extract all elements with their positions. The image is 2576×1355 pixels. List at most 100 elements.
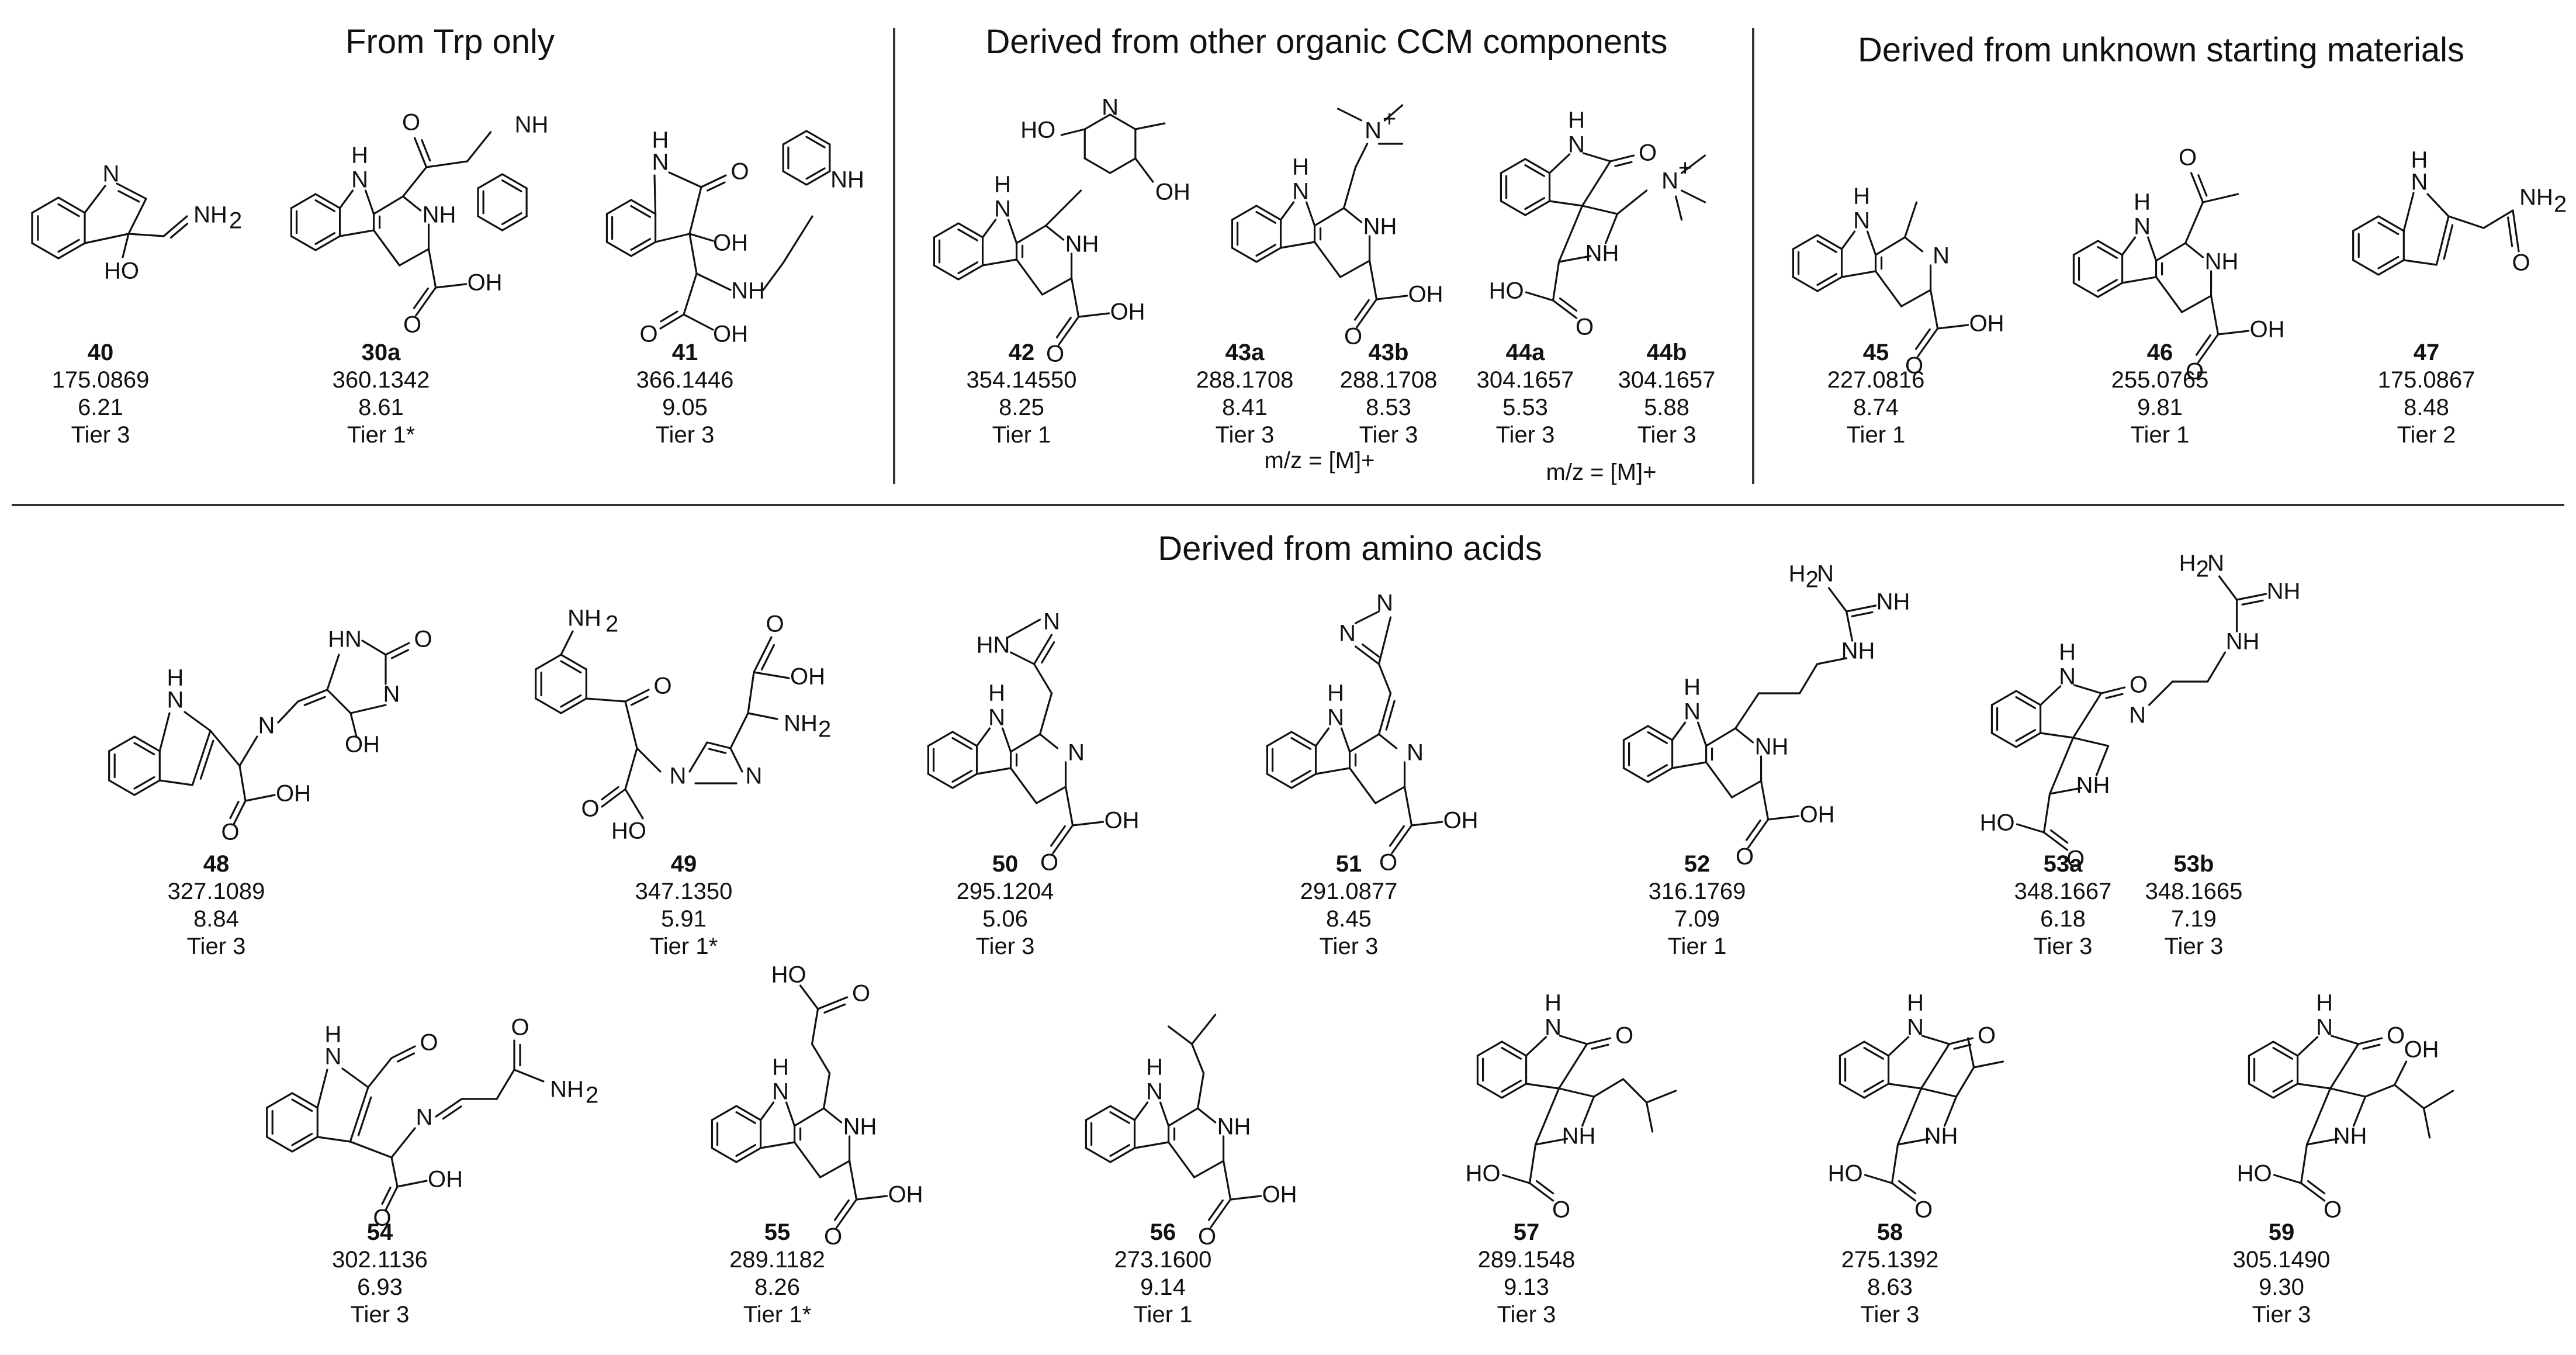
divider-right [1752,28,1754,484]
bond [816,996,849,1010]
atom-label: NH [1876,589,1910,615]
bond [1920,1087,1958,1098]
bond [277,700,299,724]
bond [601,788,626,808]
bond [1534,1087,1560,1146]
bond [1585,1037,1612,1045]
bond [1548,153,1571,174]
atom-label: H [2316,990,2333,1016]
bond [735,1111,757,1124]
bond [1377,616,1392,665]
bond [1734,727,1754,744]
bond [1337,108,1363,122]
bond [1231,205,1258,221]
bond [2352,259,2380,276]
atom-label: H [2059,640,2076,665]
bond [2155,242,2187,262]
bond [630,241,657,257]
bond [390,1156,399,1188]
bond [560,630,574,656]
atom-label: HO [1980,810,2015,836]
bond [1524,158,1551,174]
bond [1838,1083,1865,1099]
bond [117,190,140,203]
atom-label: N [2316,1015,2333,1041]
bond [2095,745,2110,776]
bond [1190,1014,1217,1045]
atom-label: OH [345,732,380,758]
bond [624,747,638,790]
bond [1767,815,1800,821]
atom-label: N [772,1079,789,1105]
bond [1044,224,1065,241]
bond [2352,215,2380,232]
atom-label: O [1615,1023,1633,1049]
bond [1314,727,1330,747]
bond [158,712,171,752]
bond [1920,1043,1951,1090]
bond [805,130,831,146]
bond [1903,236,1924,253]
bond [1866,230,1877,256]
bond [244,794,276,802]
bond [1279,201,1295,221]
bond [1266,773,1293,789]
bond [1592,1078,1625,1098]
atom-label: N [1853,208,1870,234]
bond [760,644,775,671]
bond [1007,219,1018,244]
bond [2039,732,2075,739]
bond [1524,200,1551,216]
bond [501,173,528,189]
note-43: m/z = [M]+ [1264,448,1375,473]
bond [1134,157,1154,183]
bond [1353,299,1370,321]
bond [1534,1138,1569,1146]
bond [191,730,212,786]
bond [2352,1095,2367,1127]
bond [1314,767,1351,775]
bond [630,238,652,251]
bond [975,767,1012,775]
bond [1501,1041,1528,1057]
atom-label: NH [2519,185,2553,210]
bond [266,1136,293,1153]
atom-label: N [1146,1079,1163,1105]
bond [57,242,86,260]
bond [1966,1037,1975,1069]
atom-label: NH [515,112,549,138]
bond [2422,1107,2431,1139]
bond [957,264,984,281]
bond [341,1067,369,1088]
atom-label: H [1545,990,1561,1016]
bond [1134,122,1166,130]
atom-label: H [325,1022,342,1048]
bond [1845,610,1854,642]
bond [1916,327,1939,358]
atom-label: HO [1466,1161,1501,1187]
bond [2507,216,2513,247]
bond [630,199,657,215]
atom-label: H [351,143,368,168]
bond [1209,1198,1232,1229]
bond [1070,277,1080,318]
atom-label: NH [567,606,601,631]
atom-label: O [1736,844,1754,870]
bond [1972,1060,2004,1069]
bond [1410,821,1443,827]
bond [434,283,468,289]
atom-label: H [1853,184,1870,209]
bond [711,1105,738,1121]
atom-label: H [1684,675,1701,700]
bond [1705,761,1733,799]
bond [2048,737,2075,795]
